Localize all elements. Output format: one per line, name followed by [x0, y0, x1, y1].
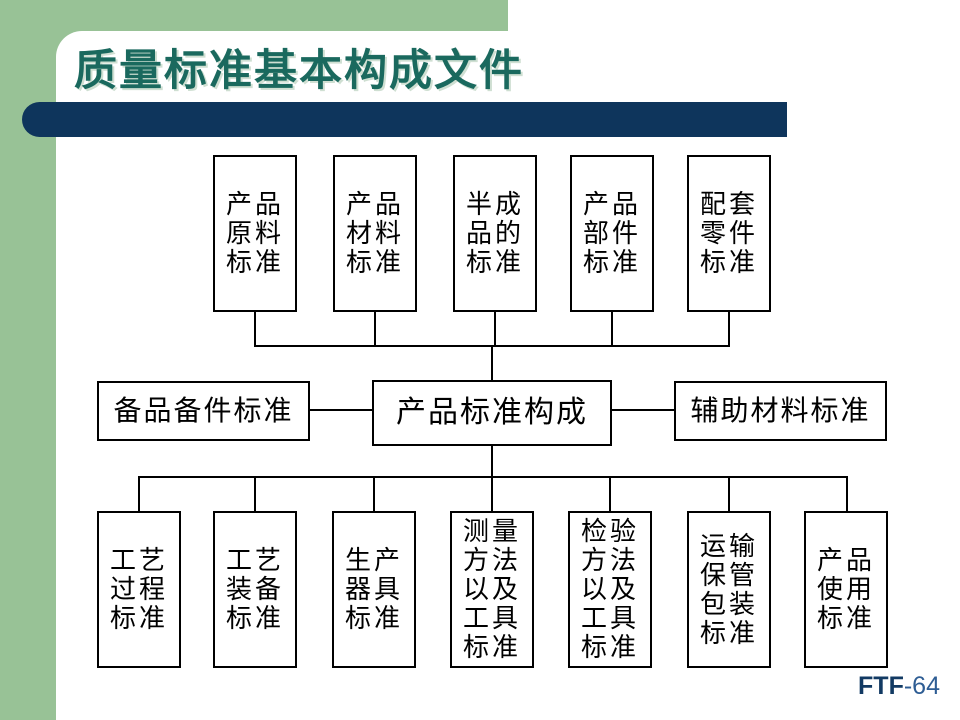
connector-line	[846, 476, 848, 511]
connector-line	[491, 345, 493, 381]
footer-prefix: FTF	[858, 672, 904, 700]
connector-line	[254, 476, 256, 511]
node-transport-storage-packing-standard: 运输 保管 包装 标准	[687, 511, 771, 668]
node-spare-parts-standard: 备品备件标准	[97, 381, 310, 441]
node-measuring-method-tool-standard: 测量 方法 以及 工具 标准	[450, 511, 534, 668]
page-title: 质量标准基本构成文件	[74, 47, 524, 95]
node-product-standard-composition: 产品标准构成	[372, 380, 612, 446]
connector-line	[138, 476, 140, 511]
node-semi-finished-product-standard: 半成 品的 标准	[453, 155, 537, 312]
connector-line	[491, 446, 493, 478]
node-process-standard: 工艺 过程 标准	[97, 511, 181, 668]
node-auxiliary-material-standard: 辅助材料标准	[674, 381, 887, 441]
connector-line	[728, 312, 730, 347]
connector-line	[609, 476, 611, 511]
page-number-label: FTF-64	[840, 672, 940, 701]
connector-line	[491, 476, 493, 511]
node-production-appliance-standard: 生产 器具 标准	[332, 511, 416, 668]
node-inspection-method-tool-standard: 检验 方法 以及 工具 标准	[568, 511, 652, 668]
node-process-equipment-standard: 工艺 装备 标准	[213, 511, 297, 668]
connector-line	[728, 476, 730, 511]
connector-line	[254, 312, 256, 347]
footer-page-number: -64	[903, 672, 940, 700]
connector-line	[611, 312, 613, 347]
connector-line	[373, 476, 375, 511]
top-green-strip	[0, 0, 508, 31]
node-product-raw-material-standard: 产品 原料 标准	[213, 155, 297, 312]
connector-line	[138, 476, 848, 478]
connector-line	[374, 312, 376, 347]
connector-line	[612, 409, 674, 411]
connector-line	[310, 409, 372, 411]
node-matching-parts-standard: 配套 零件 标准	[687, 155, 771, 312]
node-product-usage-standard: 产品 使用 标准	[804, 511, 888, 668]
title-underline-bar	[22, 102, 787, 137]
connector-line	[494, 312, 496, 347]
node-product-parts-standard: 产品 部件 标准	[570, 155, 654, 312]
node-product-material-standard: 产品 材料 标准	[333, 155, 417, 312]
